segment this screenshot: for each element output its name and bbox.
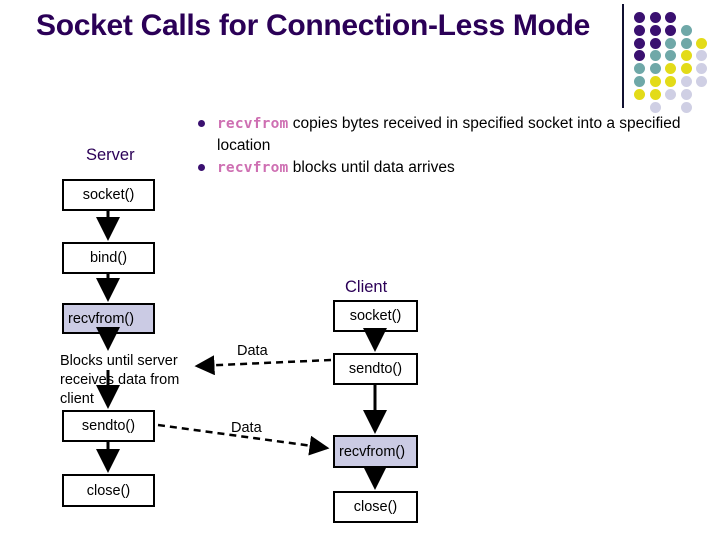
logo-dot: [680, 88, 692, 100]
logo-dot: [649, 63, 661, 75]
logo-dot: [634, 12, 645, 23]
logo-dot: [680, 37, 692, 49]
bullet-item: recvfrom blocks until data arrives: [190, 157, 695, 179]
logo-dot: [649, 37, 661, 49]
client-step-socket[interactable]: socket(): [333, 300, 418, 332]
logo-dot: [649, 12, 661, 23]
server-step-close[interactable]: close(): [62, 474, 155, 507]
bullet-list: recvfrom copies bytes received in specif…: [190, 113, 695, 180]
logo-dot: [649, 50, 661, 62]
logo: [622, 4, 718, 113]
data-message-label-1: Data: [237, 343, 268, 359]
logo-dot: [649, 24, 661, 36]
server-step-sendto[interactable]: sendto(): [62, 410, 155, 442]
bullet-marker-icon: [198, 164, 205, 171]
logo-dot: [680, 76, 692, 87]
bullet-item: recvfrom copies bytes received in specif…: [190, 113, 695, 156]
logo-dot: [634, 24, 645, 36]
logo-dot: [696, 76, 707, 87]
client-step-recvfrom[interactable]: recvfrom(): [333, 435, 418, 468]
server-step-bind[interactable]: bind(): [62, 242, 155, 274]
logo-dot: [680, 24, 692, 36]
bullet-text: copies bytes received in specified socke…: [217, 115, 681, 154]
logo-divider-rule: [622, 4, 624, 108]
client-column-label: Client: [345, 278, 388, 296]
client-step-sendto[interactable]: sendto(): [333, 353, 418, 385]
server-step-socket[interactable]: socket(): [62, 179, 155, 211]
server-step-recvfrom[interactable]: recvfrom(): [62, 303, 155, 334]
bullet-code-term: recvfrom: [217, 116, 289, 132]
page-title: Socket Calls for Connection-Less Mode: [36, 9, 590, 42]
logo-dot: [696, 37, 707, 49]
server-column-label: Server: [86, 146, 135, 164]
logo-dot: [665, 12, 676, 23]
logo-dot: [696, 63, 707, 75]
logo-dot: [634, 76, 645, 87]
logo-dot: [665, 37, 676, 49]
bullet-code-term: recvfrom: [217, 160, 289, 176]
data-message-label-2: Data: [231, 420, 262, 436]
logo-dot: [634, 63, 645, 75]
logo-dot: [665, 63, 676, 75]
bullet-text: blocks until data arrives: [288, 159, 455, 176]
logo-dot: [634, 50, 645, 62]
server-blocking-note: Blocks until server receives data from c…: [60, 353, 180, 407]
logo-dot: [649, 101, 661, 113]
logo-dot: [680, 63, 692, 75]
logo-dot: [649, 88, 661, 100]
logo-dot: [680, 50, 692, 62]
logo-dot: [649, 76, 661, 87]
logo-dot: [634, 37, 645, 49]
logo-dot: [665, 76, 676, 87]
bullet-marker-icon: [198, 120, 205, 127]
logo-dot: [696, 50, 707, 62]
logo-dot: [634, 88, 645, 100]
logo-dot: [665, 24, 676, 36]
logo-dot: [665, 50, 676, 62]
logo-dot: [680, 101, 692, 113]
data-arrow-client-to-server: [194, 355, 332, 376]
client-step-close[interactable]: close(): [333, 491, 418, 523]
logo-dot: [665, 88, 676, 100]
